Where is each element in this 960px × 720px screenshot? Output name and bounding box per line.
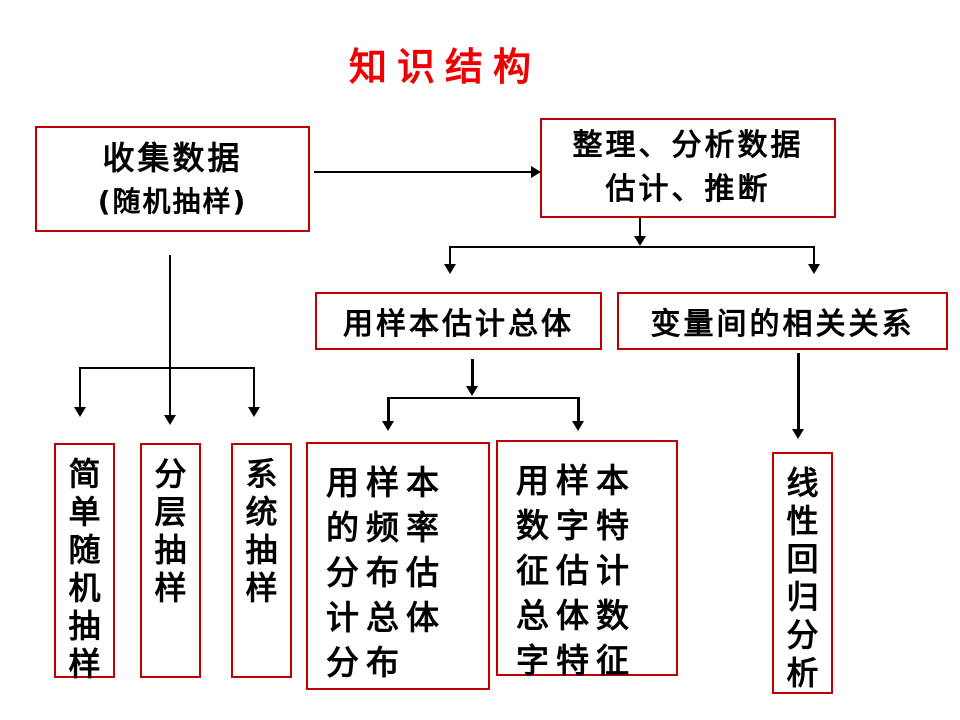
node-stratified-label: 分层抽样 xyxy=(154,455,187,607)
arrow-correlation-to-regression-line xyxy=(797,353,800,431)
node-numeric-line1: 用样本 xyxy=(516,461,636,500)
arrow-collect-to-stratified-head xyxy=(164,415,176,425)
arrow-correlation-to-regression-head xyxy=(792,429,804,439)
node-numeric-line4: 总体数 xyxy=(516,596,636,635)
node-numeric-features: 用样本 数字特 征估计 总体数 字特征 xyxy=(496,440,678,680)
node-linear-regression: 线性回归分析 xyxy=(772,452,833,694)
arrow-branch-to-sample-estimate-line xyxy=(449,246,451,266)
node-sample-estimate: 用样本估计总体 xyxy=(315,292,602,350)
arrow-branch-to-correlation-head xyxy=(808,264,820,274)
arrow-branch-to-simple-head xyxy=(74,407,86,417)
page-title: 知识结构 xyxy=(348,45,541,89)
node-collect-data-line2: (随机抽样) xyxy=(97,185,248,218)
node-frequency-line2: 的频率 xyxy=(326,508,446,547)
arrow-sample-estimate-down-line xyxy=(471,359,474,387)
node-collect-data-line1: 收集数据 xyxy=(102,139,243,177)
node-numeric-line5: 字特征 xyxy=(516,641,636,680)
node-sample-estimate-label: 用样本估计总体 xyxy=(343,307,574,342)
arrow-collect-to-sampling-line xyxy=(169,255,171,417)
node-systematic-label: 系统抽样 xyxy=(245,455,278,607)
node-frequency-line1: 用样本 xyxy=(326,463,446,502)
node-numeric-line2: 数字特 xyxy=(516,506,636,545)
node-collect-data: 收集数据 (随机抽样) xyxy=(35,126,310,232)
node-correlation-label: 变量间的相关关系 xyxy=(650,307,915,342)
node-frequency-line5: 分布 xyxy=(326,643,406,682)
node-simple-random-sampling: 简单随机抽样 xyxy=(54,443,115,683)
arrow-branch-to-frequency-line xyxy=(387,397,390,423)
node-organize-analyze: 整理、分析数据 估计、推断 xyxy=(540,118,836,218)
arrow-branch-to-numeric-line xyxy=(577,397,580,423)
node-frequency-distribution: 用样本 的频率 分布估 计总体 分布 xyxy=(306,442,490,690)
node-frequency-line3: 分布估 xyxy=(326,553,446,592)
arrow-branch-to-frequency-head xyxy=(382,421,394,431)
node-organize-line1: 整理、分析数据 xyxy=(572,128,804,163)
arrow-organize-down-line xyxy=(639,218,641,238)
branch-estimate-horizontal-line xyxy=(388,397,580,399)
node-linear-regression-label: 线性回归分析 xyxy=(786,464,819,692)
node-systematic-sampling: 系统抽样 xyxy=(231,443,292,678)
node-numeric-line3: 征估计 xyxy=(516,551,636,590)
node-organize-line2: 估计、推断 xyxy=(605,172,771,207)
arrow-organize-down-head xyxy=(634,236,646,246)
arrow-collect-to-organize-head xyxy=(531,166,541,178)
arrow-sample-estimate-down-head xyxy=(466,386,478,396)
node-correlation: 变量间的相关关系 xyxy=(617,292,948,350)
node-stratified-sampling: 分层抽样 xyxy=(140,443,201,678)
arrow-branch-to-systematic-line xyxy=(253,367,255,409)
arrow-branch-to-numeric-head xyxy=(572,421,584,431)
arrow-branch-to-systematic-head xyxy=(248,407,260,417)
branch-sampling-horizontal-line xyxy=(79,367,255,369)
branch-organize-horizontal-line xyxy=(449,246,815,248)
arrow-branch-to-correlation-line xyxy=(813,246,815,266)
arrow-collect-to-organize-line xyxy=(314,171,534,173)
node-frequency-line4: 计总体 xyxy=(326,598,446,637)
node-simple-random-label: 简单随机抽样 xyxy=(68,455,101,683)
arrow-branch-to-simple-line xyxy=(79,367,81,409)
arrow-branch-to-sample-estimate-head xyxy=(444,264,456,274)
